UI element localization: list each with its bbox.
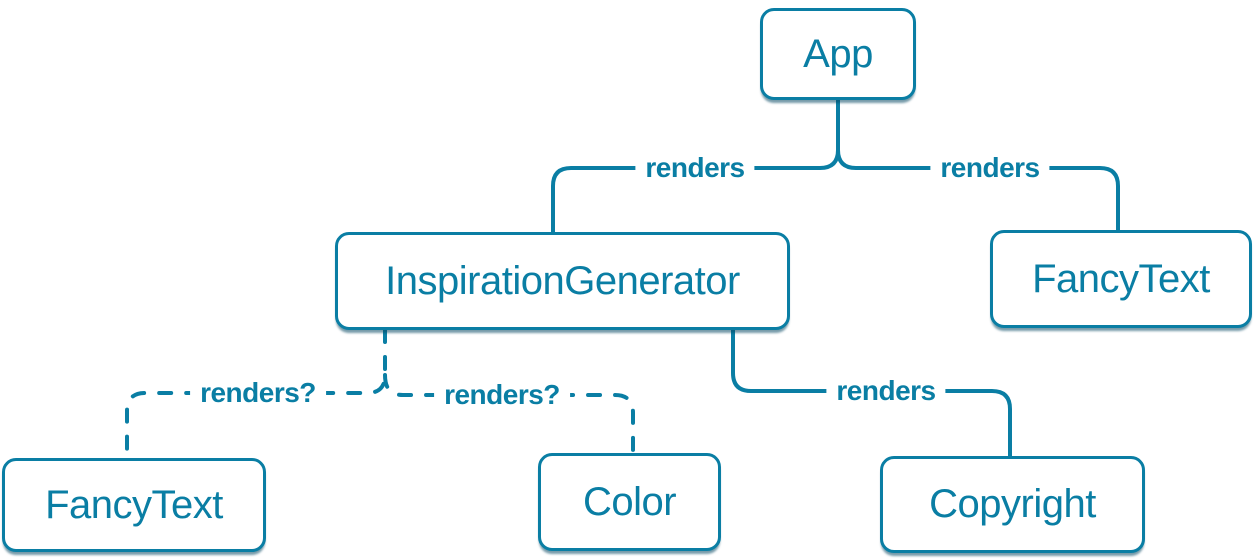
- edge-label-renders-right: renders: [930, 150, 1050, 186]
- edge-label-renders-conditional-left: renders?: [190, 375, 326, 411]
- node-color: Color: [538, 453, 721, 551]
- edge-label-renders-conditional-right: renders?: [434, 377, 570, 413]
- node-copyright-label: Copyright: [929, 482, 1096, 526]
- node-fancy-text-bottom: FancyText: [2, 458, 266, 552]
- edge-label-renders-copyright: renders: [826, 373, 946, 409]
- node-color-label: Color: [582, 479, 677, 524]
- node-inspiration-generator-label: InspirationGenerator: [385, 258, 740, 303]
- node-copyright: Copyright: [880, 456, 1145, 553]
- node-inspiration-generator: InspirationGenerator: [335, 232, 790, 330]
- node-app: App: [760, 8, 916, 100]
- node-fancy-text-top: FancyText: [990, 230, 1252, 328]
- node-fancy-text-top-label: FancyText: [1032, 256, 1210, 301]
- edge-label-renders-left: renders: [635, 150, 755, 186]
- node-app-label: App: [803, 31, 873, 76]
- edge-inspirationgenerator-to-color: [383, 373, 635, 455]
- node-fancy-text-bottom-label: FancyText: [45, 482, 223, 527]
